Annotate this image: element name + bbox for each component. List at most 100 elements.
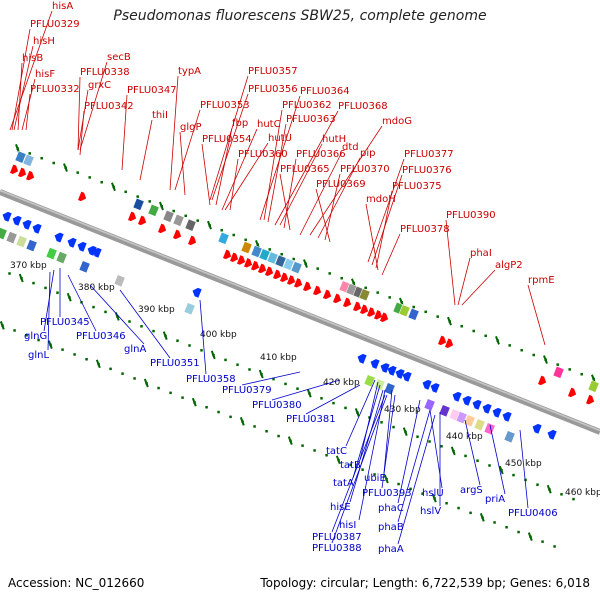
tick-dot bbox=[85, 358, 88, 361]
label-leader-line bbox=[13, 45, 34, 131]
tick-dot bbox=[196, 219, 199, 222]
label-leader-line bbox=[47, 271, 51, 351]
kbp-label: 390 kbp bbox=[138, 305, 175, 315]
tick-dot bbox=[320, 397, 323, 400]
label-leader-line bbox=[367, 158, 405, 263]
reverse-gene-label: ubiE bbox=[364, 473, 386, 484]
reverse-gene-arrow bbox=[502, 411, 512, 422]
tick-dot bbox=[268, 248, 271, 251]
tick-dot bbox=[580, 372, 583, 376]
reverse-gene-arrow bbox=[532, 423, 542, 434]
label-leader-line bbox=[211, 93, 249, 201]
tick-dot bbox=[469, 511, 472, 515]
forward-gene-label: PFLU0375 bbox=[392, 181, 442, 192]
reverse-gene-box bbox=[455, 411, 468, 425]
tick-dot bbox=[325, 454, 328, 457]
tick-dot bbox=[28, 152, 31, 155]
forward-gene-label: PFLU0377 bbox=[404, 149, 454, 160]
tick-dot bbox=[236, 363, 239, 366]
label-leader-line bbox=[283, 158, 297, 229]
tick-dot bbox=[152, 329, 155, 333]
tick-dot bbox=[520, 348, 523, 352]
forward-gene-box bbox=[162, 209, 175, 223]
label-leader-line bbox=[445, 219, 456, 306]
reverse-gene-arrow bbox=[357, 353, 367, 364]
forward-gene-arrow bbox=[293, 278, 303, 288]
label-leader-line bbox=[489, 424, 506, 495]
forward-gene-box bbox=[358, 288, 371, 302]
label-leader-line bbox=[397, 414, 436, 545]
forward-gene-label: PFLU0365 bbox=[280, 164, 330, 175]
tick-dot bbox=[376, 291, 379, 294]
reverse-gene-box bbox=[473, 418, 486, 432]
reverse-gene-box bbox=[463, 414, 476, 428]
tick-dot bbox=[361, 468, 364, 471]
forward-gene-arrow bbox=[342, 297, 352, 308]
label-leader-line bbox=[267, 123, 287, 223]
tick-dot bbox=[349, 463, 352, 467]
reverse-gene-box bbox=[45, 247, 58, 261]
forward-gene-label: typA bbox=[178, 66, 201, 77]
reverse-gene-box bbox=[15, 235, 28, 249]
tick-dot bbox=[560, 493, 563, 496]
forward-gene-label: hisF bbox=[35, 69, 55, 80]
forward-gene-label: PFLU0357 bbox=[248, 66, 298, 77]
reverse-gene-arrow bbox=[472, 399, 482, 410]
label-leader-line bbox=[397, 409, 431, 523]
forward-gene-label: PFLU0353 bbox=[200, 100, 250, 111]
tick-major bbox=[479, 513, 485, 522]
reverse-gene-arrow bbox=[2, 211, 12, 222]
label-leader-line bbox=[79, 110, 85, 156]
tick-major bbox=[207, 220, 212, 230]
tick-dot bbox=[13, 329, 16, 332]
kbp-label: 460 kbp bbox=[565, 488, 600, 498]
tick-dot bbox=[332, 401, 335, 405]
tick-dot bbox=[340, 276, 343, 280]
tick-dot bbox=[88, 176, 91, 179]
forward-gene-box bbox=[172, 213, 185, 227]
forward-gene-box bbox=[290, 261, 303, 274]
tick-dot bbox=[484, 334, 487, 338]
tick-major bbox=[95, 359, 101, 369]
label-leader-line bbox=[221, 128, 258, 211]
reverse-gene-arrow bbox=[380, 363, 390, 373]
forward-gene-arrow bbox=[272, 269, 282, 280]
tick-dot bbox=[200, 349, 203, 352]
tick-dot bbox=[184, 214, 187, 218]
tick-dot bbox=[505, 526, 508, 529]
reverse-gene-arrow bbox=[452, 391, 462, 402]
forward-gene-arrow bbox=[359, 304, 369, 314]
forward-gene-arrow bbox=[312, 285, 322, 296]
label-leader-line bbox=[263, 109, 283, 221]
tick-major bbox=[354, 408, 360, 417]
tick-dot bbox=[464, 454, 467, 458]
label-leader-line bbox=[224, 142, 269, 211]
reverse-gene-box bbox=[438, 404, 451, 418]
tick-dot bbox=[313, 449, 316, 452]
label-leader-line bbox=[299, 151, 343, 236]
tick-dot bbox=[488, 464, 491, 467]
reverse-gene-arrow bbox=[54, 232, 64, 243]
tick-major bbox=[0, 321, 5, 330]
reverse-gene-label: glnL bbox=[28, 350, 49, 361]
tick-dot bbox=[229, 415, 232, 419]
tick-major bbox=[210, 350, 216, 360]
tick-dot bbox=[397, 482, 400, 486]
forward-gene-label: PFLU0360 bbox=[238, 149, 288, 160]
tick-dot bbox=[181, 396, 184, 399]
label-leader-line bbox=[121, 94, 128, 171]
reverse-gene-label: PFLU0345 bbox=[40, 317, 90, 328]
forward-gene-arrow bbox=[17, 167, 27, 178]
label-leader-line bbox=[309, 125, 383, 236]
forward-gene-arrow bbox=[243, 258, 253, 268]
tick-dot bbox=[512, 473, 515, 477]
forward-gene-label: PFLU0369 bbox=[316, 179, 366, 190]
reverse-gene-arrow bbox=[482, 403, 492, 414]
tick-dot bbox=[472, 329, 475, 333]
reverse-gene-box bbox=[5, 231, 18, 245]
reverse-gene-arrow bbox=[387, 365, 397, 376]
forward-gene-label: PFLU0338 bbox=[80, 67, 130, 78]
forward-gene-arrow bbox=[137, 215, 147, 226]
forward-gene-arrow bbox=[567, 387, 577, 398]
